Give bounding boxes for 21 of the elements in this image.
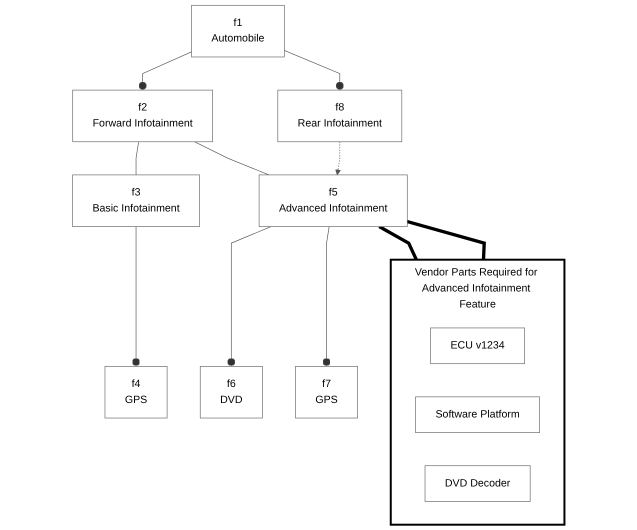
node-box: f5 Advanced Infotainment [258, 174, 408, 227]
connector [132, 226, 140, 367]
node-box: DVD Decoder [424, 465, 530, 502]
connector [194, 141, 270, 176]
node-box: f2 Forward Infotainment [72, 90, 213, 142]
node-box: f3 Basic Infotainment [72, 174, 200, 227]
node-box: f1 Automobile [191, 4, 285, 58]
node-box: ECU v1234 [430, 328, 525, 364]
connector [284, 50, 344, 90]
connector [136, 141, 139, 176]
node-box: f7 GPS [295, 366, 358, 418]
connector [378, 225, 418, 260]
node-box: Software Platform [415, 396, 540, 433]
connector [138, 51, 192, 90]
node-box: f6 DVD [200, 366, 263, 418]
connector [227, 226, 272, 367]
node-box: f4 GPS [104, 366, 168, 418]
node-box: f8 Rear Infotainment [277, 90, 402, 142]
connector [322, 226, 331, 367]
arrow [335, 141, 341, 176]
connector [406, 220, 486, 260]
